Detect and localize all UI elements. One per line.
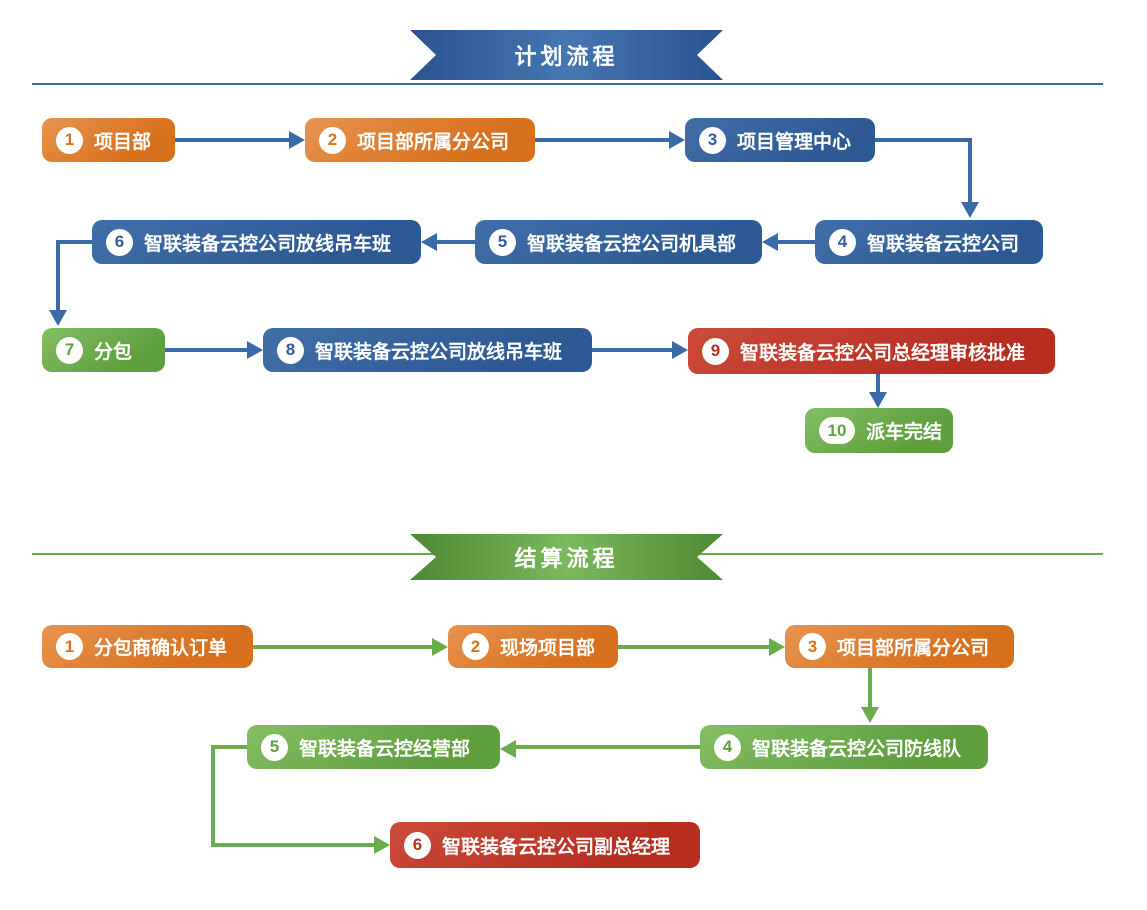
flow2-step-2: 2 现场项目部 bbox=[448, 625, 618, 668]
step-label: 智联装备云控公司放线吊车班 bbox=[144, 233, 392, 255]
flow2-step-4: 4 智联装备云控公司防线队 bbox=[700, 725, 988, 769]
flow2-title-ribbon: 结算流程 bbox=[410, 534, 723, 580]
arrow-f1-1-2 bbox=[175, 138, 289, 142]
arrow-f2-5-6-vertical bbox=[211, 745, 215, 847]
arrow-f1-7-8 bbox=[165, 348, 247, 352]
step-label: 智联装备云控公司防线队 bbox=[752, 738, 962, 760]
flow1-divider-line bbox=[32, 83, 1103, 85]
arrowhead-f2-2-3 bbox=[769, 638, 785, 656]
step-label: 智联装备云控公司总经理审核批准 bbox=[740, 342, 1026, 364]
step-number-badge: 6 bbox=[106, 228, 133, 256]
step-number-badge: 5 bbox=[261, 733, 288, 761]
flow2-title: 结算流程 bbox=[514, 546, 619, 571]
flow1-step-8: 8 智联装备云控公司放线吊车班 bbox=[263, 328, 592, 372]
step-label: 智联装备云控公司放线吊车班 bbox=[315, 341, 563, 363]
arrowhead-f2-3-4 bbox=[861, 707, 879, 723]
flow2-step-5: 5 智联装备云控经营部 bbox=[247, 725, 500, 769]
arrow-f1-6-7-vertical bbox=[56, 240, 60, 312]
arrow-f1-5-6 bbox=[437, 240, 475, 244]
step-number-badge: 4 bbox=[829, 228, 856, 256]
arrow-f2-3-4 bbox=[868, 668, 872, 709]
arrowhead-f2-5-6 bbox=[374, 836, 390, 854]
arrowhead-f2-4-5 bbox=[500, 740, 516, 758]
flow2-step-6: 6 智联装备云控公司副总经理 bbox=[390, 822, 700, 868]
flow1-step-4: 4 智联装备云控公司 bbox=[815, 220, 1043, 264]
flow1-step-6: 6 智联装备云控公司放线吊车班 bbox=[92, 220, 421, 264]
step-number-badge: 1 bbox=[56, 126, 83, 154]
flow1-step-7: 7 分包 bbox=[42, 328, 165, 372]
step-label: 项目部 bbox=[94, 131, 152, 153]
arrow-f1-9-10 bbox=[876, 374, 880, 394]
arrow-f1-6-7-horizontal bbox=[56, 240, 92, 244]
arrowhead-f1-3-4 bbox=[961, 202, 979, 218]
arrowhead-f1-1-2 bbox=[289, 131, 305, 149]
arrowhead-f1-7-8 bbox=[247, 341, 263, 359]
step-label: 智联装备云控公司机具部 bbox=[527, 233, 737, 255]
step-number-badge: 5 bbox=[489, 228, 516, 256]
step-number-badge: 9 bbox=[702, 337, 729, 365]
arrow-f2-5-6-horizontal-top bbox=[211, 745, 247, 749]
arrowhead-f1-8-9 bbox=[672, 341, 688, 359]
arrow-f1-4-5 bbox=[778, 240, 815, 244]
step-number-badge: 6 bbox=[404, 831, 431, 859]
flow2-step-1: 1 分包商确认订单 bbox=[42, 625, 253, 668]
arrow-f1-8-9 bbox=[592, 348, 672, 352]
arrowhead-f2-1-2 bbox=[432, 638, 448, 656]
step-number-badge: 2 bbox=[319, 126, 346, 154]
flow1-title-ribbon: 计划流程 bbox=[410, 30, 723, 80]
arrow-f1-3-4-horizontal bbox=[875, 138, 972, 142]
step-number-badge: 1 bbox=[56, 633, 83, 660]
arrowhead-f1-4-5 bbox=[762, 233, 778, 251]
step-label: 项目管理中心 bbox=[737, 131, 852, 153]
step-number-badge: 10 bbox=[819, 417, 855, 444]
step-number-badge: 8 bbox=[277, 336, 304, 364]
step-number-badge: 2 bbox=[462, 633, 489, 660]
step-label: 现场项目部 bbox=[500, 638, 596, 659]
arrow-f1-2-3 bbox=[535, 138, 669, 142]
flow1-step-3: 3 项目管理中心 bbox=[685, 118, 875, 162]
step-number-badge: 3 bbox=[699, 126, 726, 154]
arrow-f2-1-2 bbox=[253, 645, 432, 649]
flow1-title: 计划流程 bbox=[514, 44, 619, 69]
step-label: 智联装备云控公司 bbox=[867, 233, 1020, 255]
flow1-step-5: 5 智联装备云控公司机具部 bbox=[475, 220, 762, 264]
arrow-f2-2-3 bbox=[618, 645, 769, 649]
step-label: 项目部所属分公司 bbox=[837, 638, 990, 659]
arrow-f2-4-5 bbox=[516, 745, 700, 749]
arrow-f2-5-6-horizontal-bottom bbox=[211, 843, 374, 847]
arrow-f1-3-4-vertical bbox=[968, 138, 972, 204]
step-number-badge: 3 bbox=[799, 633, 826, 660]
flow1-step-9: 9 智联装备云控公司总经理审核批准 bbox=[688, 328, 1055, 374]
step-label: 智联装备云控公司副总经理 bbox=[442, 836, 671, 858]
arrowhead-f1-5-6 bbox=[421, 233, 437, 251]
flow1-step-2: 2 项目部所属分公司 bbox=[305, 118, 535, 162]
step-label: 分包商确认订单 bbox=[94, 638, 228, 659]
flow1-step-1: 1 项目部 bbox=[42, 118, 175, 162]
arrowhead-f1-2-3 bbox=[669, 131, 685, 149]
flow2-step-3: 3 项目部所属分公司 bbox=[785, 625, 1014, 668]
flow1-step-10: 10 派车完结 bbox=[805, 408, 953, 453]
arrowhead-f1-6-7 bbox=[49, 310, 67, 326]
step-number-badge: 7 bbox=[56, 336, 83, 364]
step-label: 派车完结 bbox=[866, 422, 943, 443]
step-label: 智联装备云控经营部 bbox=[299, 738, 471, 760]
step-label: 分包 bbox=[94, 341, 133, 363]
arrowhead-f1-9-10 bbox=[869, 392, 887, 408]
step-label: 项目部所属分公司 bbox=[357, 131, 510, 153]
step-number-badge: 4 bbox=[714, 733, 741, 761]
